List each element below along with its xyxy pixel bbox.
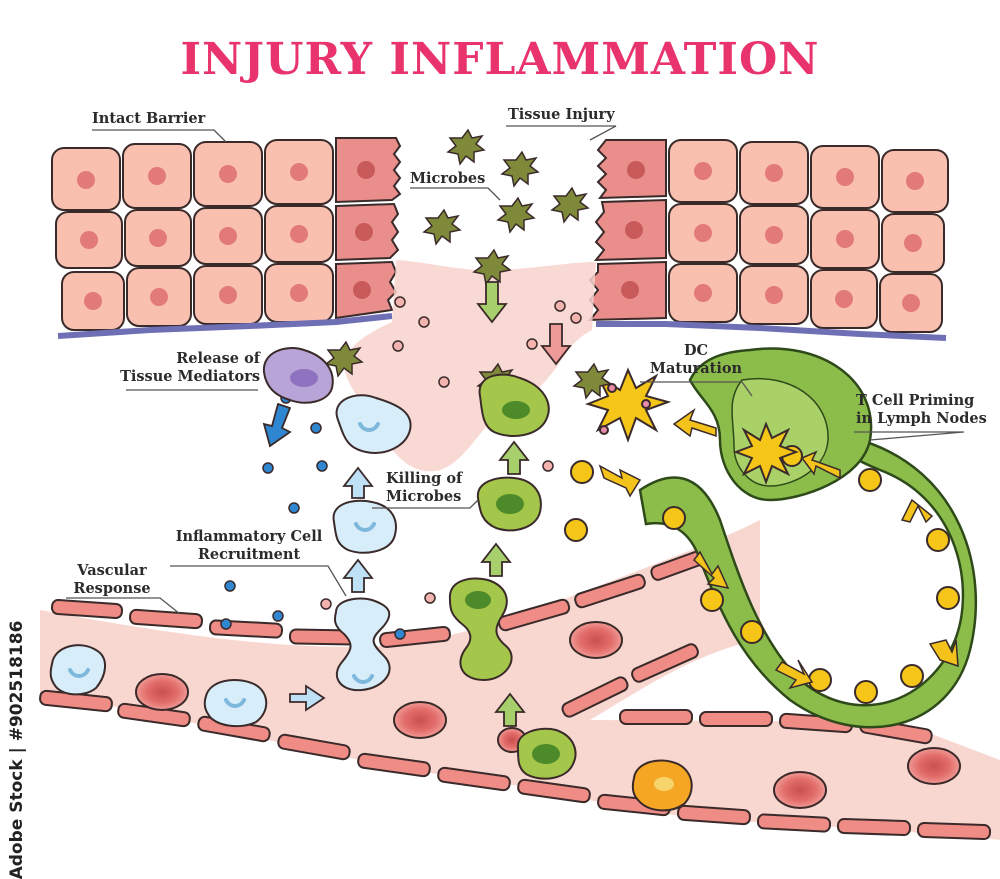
label-vascular-response: Vascular Response <box>64 562 160 598</box>
arrows-neutrophil-recruitment <box>289 466 374 712</box>
granulocyte <box>631 759 693 812</box>
label-release-line2: Tissue Mediators <box>120 368 260 385</box>
label-inflammatory-cell-recruitment: Inflammatory Cell Recruitment <box>160 528 338 564</box>
lymphocytes <box>564 445 960 704</box>
watermark-text: Adobe Stock | #902518186 <box>7 620 27 879</box>
arrows-macrophage-recruitment <box>480 440 530 727</box>
label-t-cell-priming: T Cell Priming in Lymph Nodes <box>856 392 987 428</box>
lymph-flow-arrows <box>598 407 959 690</box>
label-tcell-line2: in Lymph Nodes <box>856 410 987 427</box>
label-tissue-injury: Tissue Injury <box>508 106 615 123</box>
label-dc-line2: Maturation <box>649 360 743 377</box>
tissue-mediators <box>220 392 406 640</box>
macrophages <box>448 373 577 780</box>
label-killing-line2: Microbes <box>386 488 462 505</box>
label-leader-lines <box>66 125 965 615</box>
neutrophils <box>49 394 412 728</box>
arrow-mediator-release <box>262 402 292 448</box>
arrow-microbes-down <box>476 281 508 324</box>
label-recruit-line1: Inflammatory Cell <box>175 528 323 545</box>
label-release-line1: Release of <box>176 350 260 367</box>
arrow-injury-down <box>540 323 572 366</box>
neutrophil-nuclei <box>68 422 380 708</box>
label-dc-line1: DC <box>683 342 709 359</box>
label-release-of-tissue-mediators: Release of Tissue Mediators <box>110 350 260 386</box>
label-microbes: Microbes <box>410 170 486 187</box>
label-killing-of-microbes: Killing of Microbes <box>386 470 462 506</box>
tissue-particles <box>320 296 582 610</box>
stock-watermark: Adobe Stock | #902518186 <box>2 621 32 879</box>
diagram-title: INJURY INFLAMMATION <box>180 34 820 85</box>
mast-cell <box>262 347 334 404</box>
label-intact-barrier: Intact Barrier <box>92 110 206 127</box>
label-tcell-line1: T Cell Priming <box>856 392 975 409</box>
label-dc-maturation: DC Maturation <box>636 342 756 378</box>
label-vascular-line1: Vascular <box>77 562 147 579</box>
epithelial-barrier-right <box>587 139 949 341</box>
dendritic-cells <box>584 367 799 485</box>
label-recruit-line2: Recruitment <box>197 546 301 563</box>
label-killing-line1: Killing of <box>386 470 463 487</box>
label-vascular-line2: Response <box>73 580 151 597</box>
blood-vessel <box>39 520 1000 841</box>
epithelial-barrier-left <box>51 137 402 339</box>
